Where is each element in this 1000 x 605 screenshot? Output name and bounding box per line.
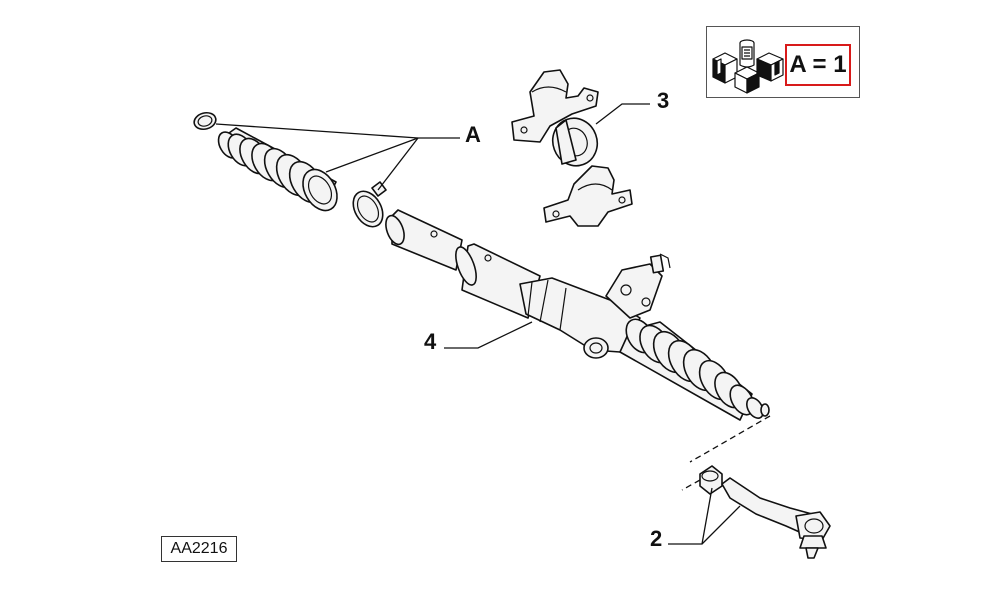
parts-kit-icon	[712, 39, 784, 94]
callout-label-a: A	[465, 122, 481, 147]
legend-quantity-text: A = 1	[785, 44, 851, 86]
diagram-reference-code: AA2216	[161, 536, 237, 562]
callout-label-2: 2	[650, 526, 663, 551]
rubber-bushing	[551, 117, 599, 167]
tie-rod-end	[721, 477, 831, 559]
steering-rack-housing	[385, 209, 671, 359]
snap-ring	[193, 111, 217, 131]
assembly-axis	[681, 415, 771, 491]
leader-lines	[215, 103, 741, 545]
tie-rod-lock-nut	[699, 465, 723, 495]
callout-label-3: 3	[657, 88, 670, 113]
mounting-bracket-lower	[543, 165, 633, 227]
mounting-bracket-upper	[511, 69, 599, 143]
callout-label-4: 4	[424, 329, 437, 354]
boot-clamp	[352, 181, 387, 228]
legend-box	[706, 26, 860, 98]
rack-boot-right	[619, 318, 770, 421]
rack-boot-left	[217, 127, 338, 212]
